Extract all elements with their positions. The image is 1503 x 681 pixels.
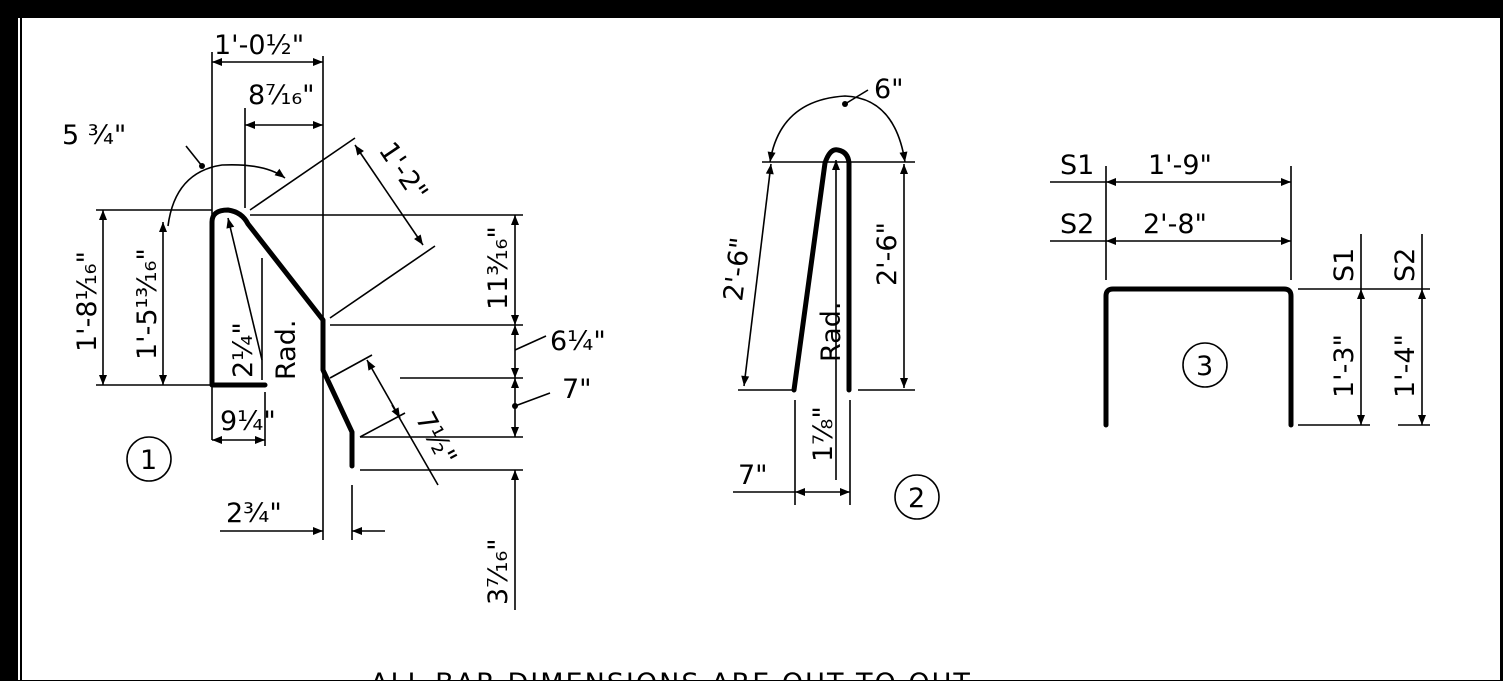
bar-1-height-inner-label: 1'-5¹³⁄₁₆" <box>132 248 163 360</box>
bar-1-width-top-label: 1'-0½" <box>214 30 304 61</box>
footer-note: ALL BAR DIMENSIONS ARE OUT TO OUT <box>370 668 972 681</box>
bar-1-offset-low-dot <box>512 403 518 409</box>
bar-1-offset-mid-leader <box>514 335 547 351</box>
bar-2-rad-label: Rad. <box>816 302 847 362</box>
bar-1-arc-dim <box>167 163 286 227</box>
bar-1-offset-low-label: 7" <box>562 374 592 405</box>
bar-2-leg-right-label: 2'-6" <box>872 222 903 286</box>
bar-1-callout-circle <box>126 436 172 482</box>
bar-1-diagonal-label: 1'-2" <box>372 137 433 207</box>
bar-1-arc-leader <box>185 145 203 167</box>
bar-2-callout-circle <box>894 474 940 520</box>
bar-3-callout-number: 3 <box>1196 351 1213 382</box>
bar-1-radius-label: 2¼" <box>228 322 259 378</box>
bar-2-detail: 6" 2'-6" 2'-6" Rad. 1⅞" 7" 2 <box>718 74 940 520</box>
bar-2-arc-dot <box>842 101 848 107</box>
bar-1-height-upper-label: 11³⁄₁₆" <box>483 226 514 310</box>
bar-1-tail-label: 3⁷⁄₁₆" <box>483 538 514 605</box>
bar-2-leg-left-label: 2'-6" <box>718 236 757 303</box>
bar-3-shape <box>1103 286 1294 428</box>
bar-1-detail: 1'-0½" 8⁷⁄₁₆" 5 ¾" 1'-2" 1'-8¹⁄₁₆" 1'-5¹… <box>62 30 606 610</box>
bar-3-s1-tag-top: S1 <box>1060 150 1094 181</box>
bar-3-s2-width-label: 2'-8" <box>1143 209 1207 240</box>
bar-1-radius-leader <box>226 217 263 361</box>
bar-1-offset-low-leader <box>514 392 551 407</box>
bar-1-offset-bottom-label: 2¾" <box>226 498 282 529</box>
bar-2-arc-dim <box>767 95 908 163</box>
bar-2-arc-leader <box>844 89 869 105</box>
bar-1-slant-leader <box>391 404 439 486</box>
bar-1-callout-number: 1 <box>140 445 157 476</box>
bar-1-dim-diagonal <box>354 144 424 246</box>
bar-1-radius-rad-label: Rad. <box>271 320 302 380</box>
bar-3-s2-height-label: 1'-4" <box>1390 334 1421 398</box>
bar-3-s2-tag-side: S2 <box>1390 248 1421 282</box>
bar-2-width-label: 7" <box>738 460 768 491</box>
bar-3-s1-tag-side: S1 <box>1329 248 1360 282</box>
bar-1-arc-label: 5 ¾" <box>62 120 126 151</box>
bar-1-height-outer-label: 1'-8¹⁄₁₆" <box>72 251 103 352</box>
bar-1-arc-dot <box>199 163 205 169</box>
bar-3-detail: S1 1'-9" S2 2'-8" S1 1'-3" S2 1'-4" 3 <box>1050 150 1430 428</box>
bar-2-callout-number: 2 <box>908 483 925 514</box>
bar-3-s1-width-label: 1'-9" <box>1148 150 1212 181</box>
bar-3-s1-height-label: 1'-3" <box>1329 334 1360 398</box>
bar-1-width-inner-label: 8⁷⁄₁₆" <box>248 80 315 111</box>
bar-1-ext-diag-top <box>249 137 356 211</box>
bar-1-ext-diag-bottom <box>329 245 436 319</box>
bar-1-offset-mid-label: 6¼" <box>550 326 606 357</box>
bar-1-foot-label: 9¼" <box>220 406 276 437</box>
bar-2-radius-value: 1⅞" <box>808 406 839 462</box>
bar-2-arc-label: 6" <box>874 74 904 105</box>
bar-3-s2-tag-top: S2 <box>1060 209 1094 240</box>
bar-1-ext-slant-a <box>329 354 373 379</box>
bar-2-dim-leg-left <box>741 163 774 387</box>
bar-3-callout-circle <box>1182 342 1228 388</box>
bar-1-slant-label: 7½" <box>409 407 463 471</box>
